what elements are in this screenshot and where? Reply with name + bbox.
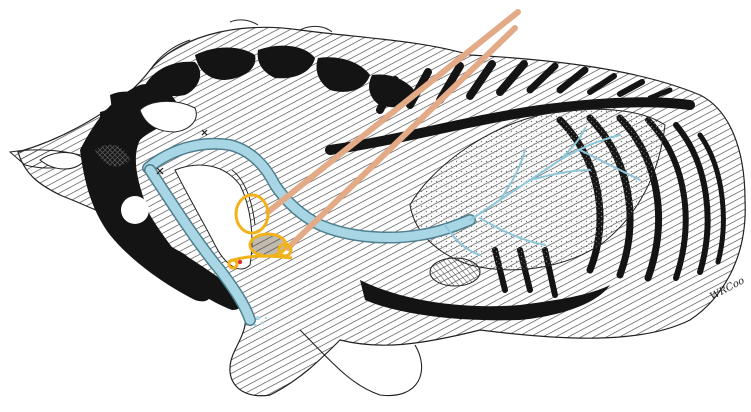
heart — [430, 258, 480, 286]
orbit — [121, 196, 149, 224]
red-marker — [238, 260, 242, 264]
